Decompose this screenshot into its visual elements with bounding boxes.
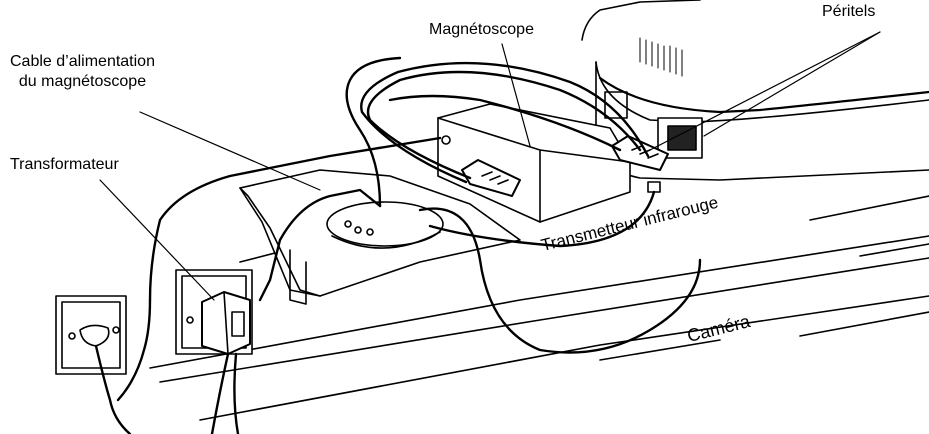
ir-transmitter	[326, 201, 444, 249]
label-peritels: Péritels	[822, 3, 876, 20]
shelf-edges	[149, 195, 929, 421]
ir-sensor-plug	[647, 181, 661, 193]
label-transformateur: Transformateur	[10, 156, 119, 173]
label-power-cable-line1: Cable d’alimentation	[10, 53, 155, 70]
label-power-cable: Cable d’alimentation du magnétoscope	[10, 52, 155, 92]
vent-grill	[639, 37, 683, 77]
wall-socket-left	[55, 295, 127, 375]
label-power-cable-line2: du magnétoscope	[18, 73, 147, 90]
scart-plug-a	[461, 159, 521, 197]
scart-plug-b	[611, 135, 669, 171]
cables	[94, 56, 702, 434]
label-magnetoscope: Magnétoscope	[429, 21, 534, 38]
transformer-plug	[201, 291, 251, 355]
leader-lines	[99, 31, 881, 301]
